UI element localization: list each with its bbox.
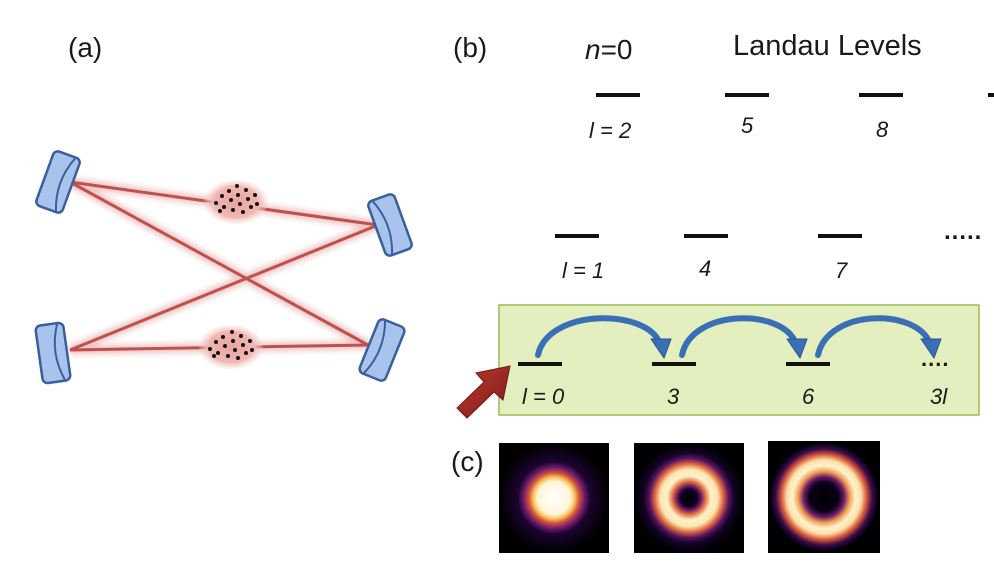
mirror-top-right bbox=[367, 193, 413, 257]
level-label-l2: l = 2 bbox=[589, 118, 632, 143]
level-label-4: 4 bbox=[699, 256, 712, 281]
level-label-3: 3 bbox=[667, 384, 680, 409]
level-label-6: 6 bbox=[802, 384, 815, 409]
level-label-8: 8 bbox=[876, 117, 889, 142]
level-label-5: 5 bbox=[741, 113, 754, 138]
mirror-bottom-left bbox=[34, 321, 72, 385]
level-label-l1: l = 1 bbox=[562, 258, 605, 283]
mirror-top-left bbox=[35, 150, 81, 214]
mode-profile-ring-small bbox=[634, 443, 744, 553]
level-label-7: 7 bbox=[835, 258, 848, 283]
atom-cloud-lower bbox=[199, 325, 263, 369]
hop-arrows bbox=[535, 315, 933, 358]
atom-cloud-upper bbox=[204, 180, 268, 224]
level-continuation-dots: ..... bbox=[944, 218, 983, 245]
mode-profiles bbox=[499, 441, 880, 553]
panel-a-label: (a) bbox=[68, 32, 103, 63]
hop-arrowheads bbox=[650, 338, 942, 360]
hop-arrow-3-to-6 bbox=[679, 315, 799, 358]
mirror-bottom-right bbox=[358, 318, 406, 382]
mode-profile-gaussian bbox=[499, 443, 609, 553]
input-arrow bbox=[456, 365, 511, 419]
landau-level-diagram bbox=[456, 93, 994, 419]
level-3l-dots: .... bbox=[921, 346, 950, 371]
hop-arrow-0-to-3 bbox=[535, 315, 663, 358]
hop-arrow-6-to-3l bbox=[815, 315, 933, 358]
landau-levels-title: Landau Levels bbox=[733, 30, 922, 62]
level-label-3l: 3l bbox=[930, 384, 948, 409]
n-equals-zero-label: n=0 bbox=[585, 34, 633, 66]
cavity-diagram bbox=[34, 150, 413, 385]
n-variable: n bbox=[585, 34, 601, 65]
panel-c-label: (c) bbox=[451, 446, 484, 477]
mode-profile-ring-large bbox=[768, 441, 880, 553]
n-value: =0 bbox=[600, 34, 633, 65]
level-label-l0: l = 0 bbox=[522, 384, 565, 409]
panel-b-label: (b) bbox=[453, 32, 488, 63]
